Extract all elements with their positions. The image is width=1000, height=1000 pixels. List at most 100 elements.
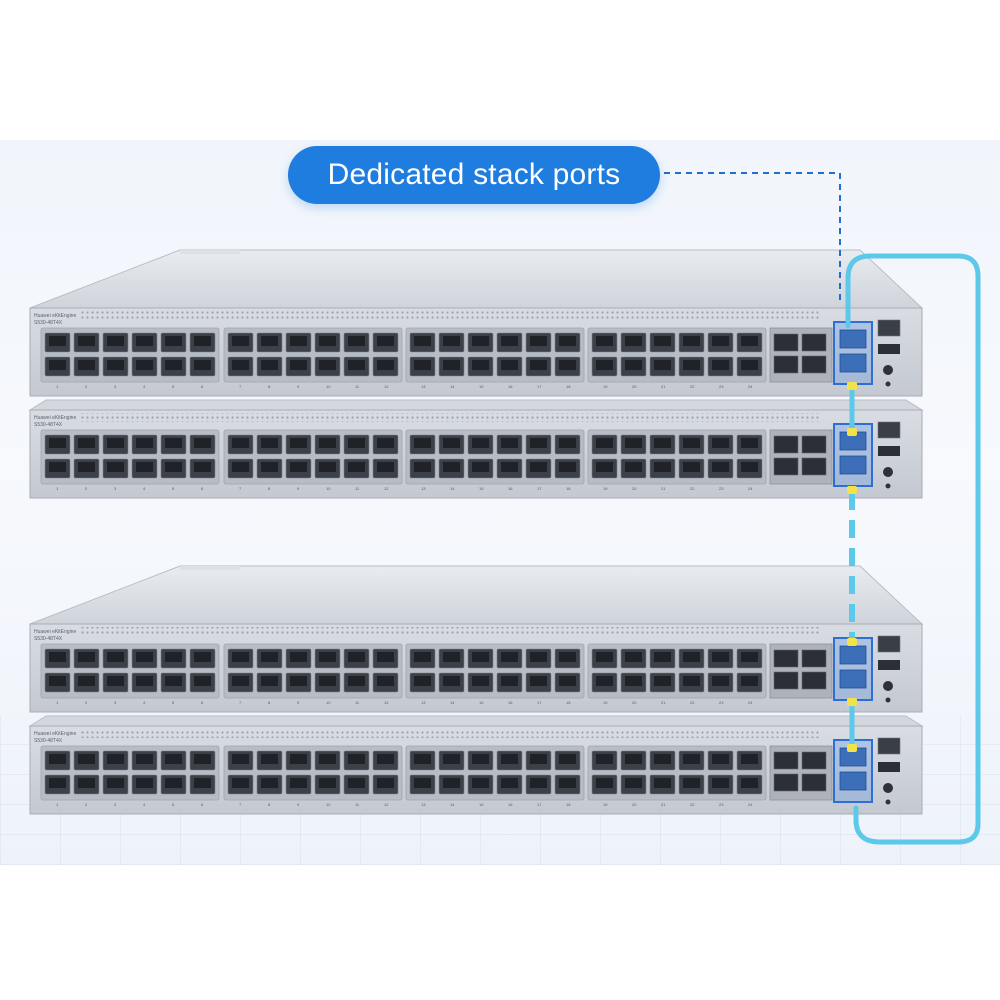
- reset-pinhole: [885, 483, 891, 489]
- port-number-label: 15: [479, 700, 484, 705]
- rj45-port-cavity: [741, 754, 758, 764]
- rj45-port-cavity: [559, 360, 576, 370]
- stack-links-layer: [664, 172, 981, 845]
- rj45-port-cavity: [683, 754, 700, 764]
- sfp-port-icon: [773, 457, 799, 476]
- rj45-port-cavity: [559, 462, 576, 472]
- sfp-port-icon: [801, 671, 827, 690]
- port-number-label: 11: [355, 384, 360, 389]
- port-number-label: 8: [268, 384, 271, 389]
- rj45-port-cavity: [625, 462, 642, 472]
- switch-model-label: S530-48T4X: [34, 320, 63, 326]
- port-number-label: 1: [56, 384, 59, 389]
- port-number-label: 12: [384, 802, 389, 807]
- rj45-port-cavity: [596, 778, 613, 788]
- port-number-label: 4: [143, 700, 146, 705]
- port-number-label: 4: [143, 384, 146, 389]
- rj45-port-cavity: [377, 754, 394, 764]
- port-number-label: 18: [566, 700, 571, 705]
- port-number-label: 2: [85, 802, 88, 807]
- port-number-label: 18: [566, 486, 571, 491]
- rj45-port-cavity: [559, 336, 576, 346]
- switch-top-edge: [28, 399, 924, 411]
- rj45-port-cavity: [165, 652, 182, 662]
- rj45-port-cavity: [319, 676, 336, 686]
- rj45-port-cavity: [741, 778, 758, 788]
- rj45-port-cavity: [377, 676, 394, 686]
- rj45-port-cavity: [414, 754, 431, 764]
- port-number-label: 24: [748, 486, 753, 491]
- rj45-port-cavity: [501, 360, 518, 370]
- stack-port-icon: [839, 455, 867, 475]
- mode-button: [883, 467, 893, 477]
- rj45-port-cavity: [232, 462, 249, 472]
- usb-port-icon: [878, 660, 900, 670]
- rj45-port-cavity: [712, 462, 729, 472]
- port-number-label: 20: [632, 384, 637, 389]
- rj45-port-cavity: [712, 652, 729, 662]
- rj45-port-cavity: [530, 778, 547, 788]
- port-number-label: 8: [268, 700, 271, 705]
- rj45-port-cavity: [741, 676, 758, 686]
- port-number-label: 23: [719, 802, 724, 807]
- port-number-label: 21: [661, 700, 666, 705]
- rj45-port-cavity: [261, 438, 278, 448]
- rj45-port-cavity: [377, 438, 394, 448]
- port-number-label: 3: [114, 802, 117, 807]
- port-number-label: 14: [450, 486, 455, 491]
- rj45-port-cavity: [232, 754, 249, 764]
- rj45-port-cavity: [232, 336, 249, 346]
- port-number-label: 3: [114, 384, 117, 389]
- rj45-port-cavity: [290, 462, 307, 472]
- rj45-port-cavity: [348, 652, 365, 662]
- rj45-port-cavity: [501, 778, 518, 788]
- rj45-port-cavity: [712, 336, 729, 346]
- rj45-port-cavity: [165, 336, 182, 346]
- switch-brand-label: Huawei eKitEngine: [34, 731, 76, 737]
- port-number-label: 20: [632, 486, 637, 491]
- rj45-port-cavity: [443, 754, 460, 764]
- rj45-port-cavity: [165, 778, 182, 788]
- switch-brand-label: Huawei eKitEngine: [34, 629, 76, 635]
- sfp-port-icon: [773, 751, 799, 770]
- rj45-port-cavity: [319, 754, 336, 764]
- rj45-port-cavity: [319, 462, 336, 472]
- stack-port-icon: [839, 669, 867, 689]
- rj45-port-cavity: [194, 336, 211, 346]
- stack-ring-cable: [845, 253, 981, 845]
- rj45-port-cavity: [414, 676, 431, 686]
- rj45-port-cavity: [501, 462, 518, 472]
- rj45-port-cavity: [596, 336, 613, 346]
- callout-leader-line: [664, 172, 841, 300]
- port-number-label: 11: [355, 802, 360, 807]
- rj45-port-cavity: [414, 360, 431, 370]
- rj45-port-cavity: [49, 360, 66, 370]
- rj45-port-cavity: [232, 778, 249, 788]
- rj45-port-cavity: [290, 754, 307, 764]
- rj45-port-cavity: [741, 438, 758, 448]
- rj45-port-cavity: [107, 652, 124, 662]
- port-number-label: 13: [421, 802, 426, 807]
- rj45-port-cavity: [625, 778, 642, 788]
- sfp-port-icon: [773, 671, 799, 690]
- rj45-port-cavity: [232, 652, 249, 662]
- port-number-label: 3: [114, 486, 117, 491]
- rj45-port-cavity: [261, 754, 278, 764]
- rj45-port-cavity: [472, 336, 489, 346]
- console-port-icon: [877, 319, 901, 337]
- port-number-label: 23: [719, 486, 724, 491]
- port-number-label: 5: [172, 384, 175, 389]
- rj45-port-cavity: [472, 360, 489, 370]
- rj45-port-cavity: [596, 360, 613, 370]
- rj45-port-cavity: [136, 652, 153, 662]
- top-label-strip: [180, 250, 240, 254]
- rj45-port-cavity: [712, 438, 729, 448]
- stack-connector: [847, 486, 857, 494]
- vent-holes: [80, 729, 820, 738]
- sfp-port-icon: [801, 751, 827, 770]
- rj45-port-cavity: [49, 676, 66, 686]
- port-number-label: 16: [508, 384, 513, 389]
- stack-connector: [847, 638, 857, 646]
- port-number-label: 5: [172, 802, 175, 807]
